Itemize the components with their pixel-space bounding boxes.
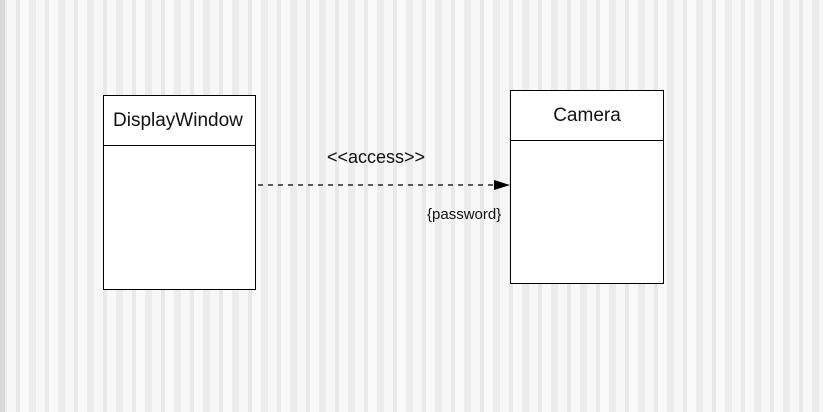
- class-box-displaywindow[interactable]: DisplayWindow: [103, 95, 256, 290]
- constraint-label: {password}: [427, 206, 502, 223]
- class-name-displaywindow: DisplayWindow: [104, 96, 255, 146]
- stereotype-label: <<access>>: [327, 147, 426, 167]
- class-box-camera[interactable]: Camera: [510, 90, 664, 284]
- class-name-camera: Camera: [511, 91, 663, 141]
- arrowhead-icon: [494, 180, 510, 190]
- left-edge-strip: [0, 0, 5, 412]
